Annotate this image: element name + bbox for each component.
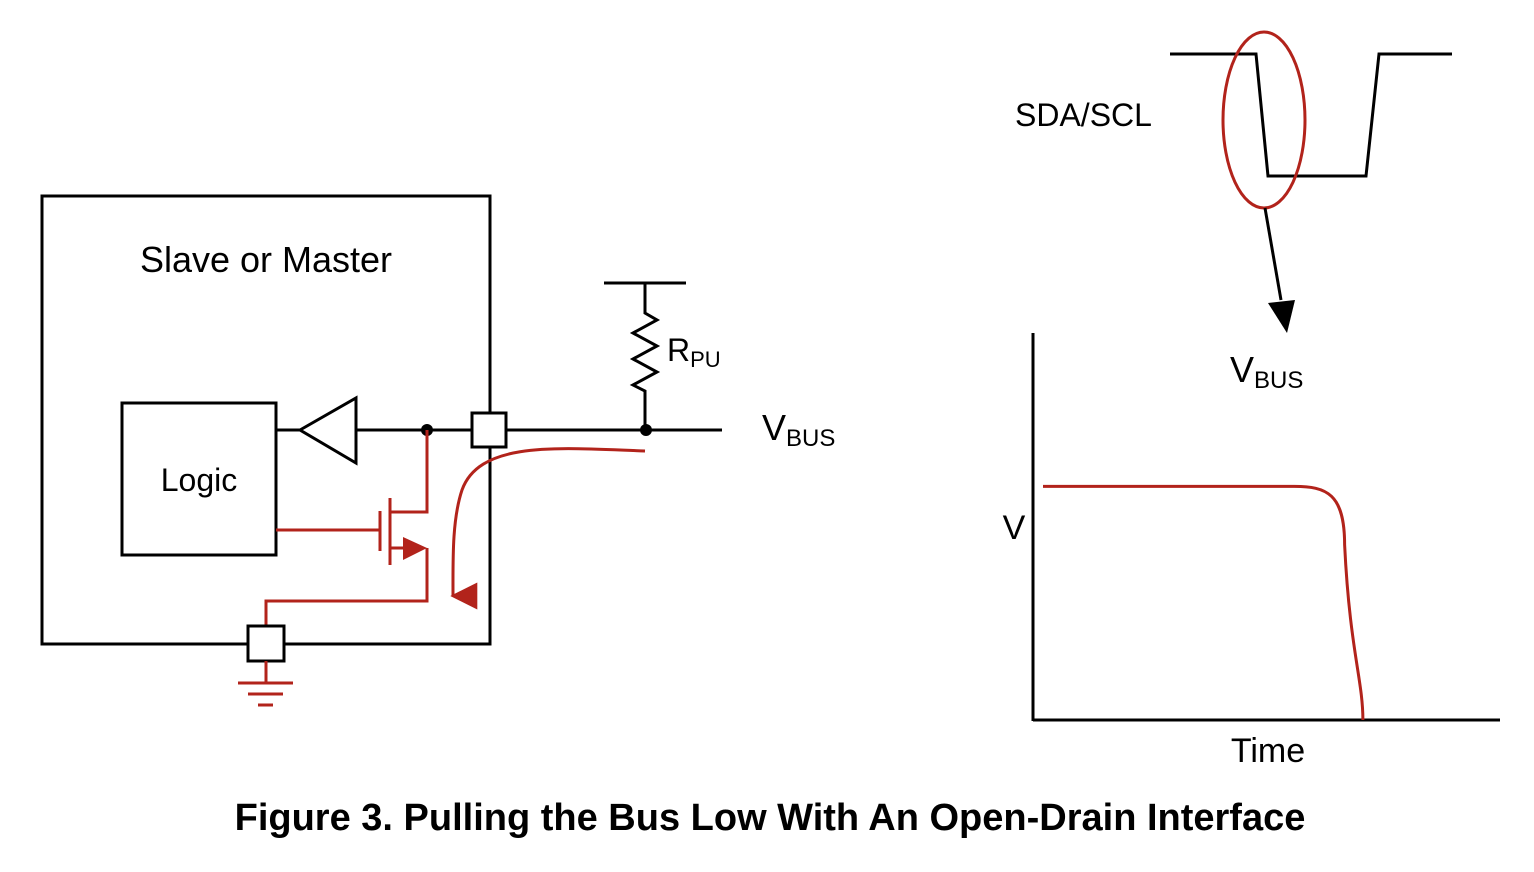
- chart-title: VBUS: [1230, 349, 1303, 394]
- current-flow-arrow-icon: [450, 447, 646, 610]
- ground-pin: [246, 624, 286, 663]
- y-axis-label: V: [1003, 509, 1026, 547]
- logic-label: Logic: [161, 462, 238, 498]
- vbus-chart: VBUS V Time: [1003, 333, 1500, 770]
- zoom-arrow-head-icon: [1268, 300, 1295, 333]
- nmos-transistor-icon: [264, 430, 429, 626]
- figure-caption: Figure 3. Pulling the Bus Low With An Op…: [235, 797, 1306, 839]
- x-axis-label: Time: [1231, 732, 1305, 770]
- sda-scl-waveform: [1170, 52, 1452, 178]
- io-pin: [470, 411, 508, 449]
- signal-label: SDA/SCL: [1015, 97, 1152, 133]
- vbus-series-line: [1043, 484, 1365, 721]
- input-buffer-icon: [297, 395, 358, 466]
- bus-label: VBUS: [762, 407, 835, 452]
- logic-block: [120, 401, 278, 557]
- pull-up-resistor-icon: [629, 283, 661, 430]
- resistor-label: RPU: [667, 332, 721, 372]
- zoom-arrow-line: [1263, 207, 1283, 301]
- device-label: Slave or Master: [140, 239, 392, 280]
- falling-edge-highlight: [1221, 30, 1307, 210]
- ground-icon: [238, 661, 293, 707]
